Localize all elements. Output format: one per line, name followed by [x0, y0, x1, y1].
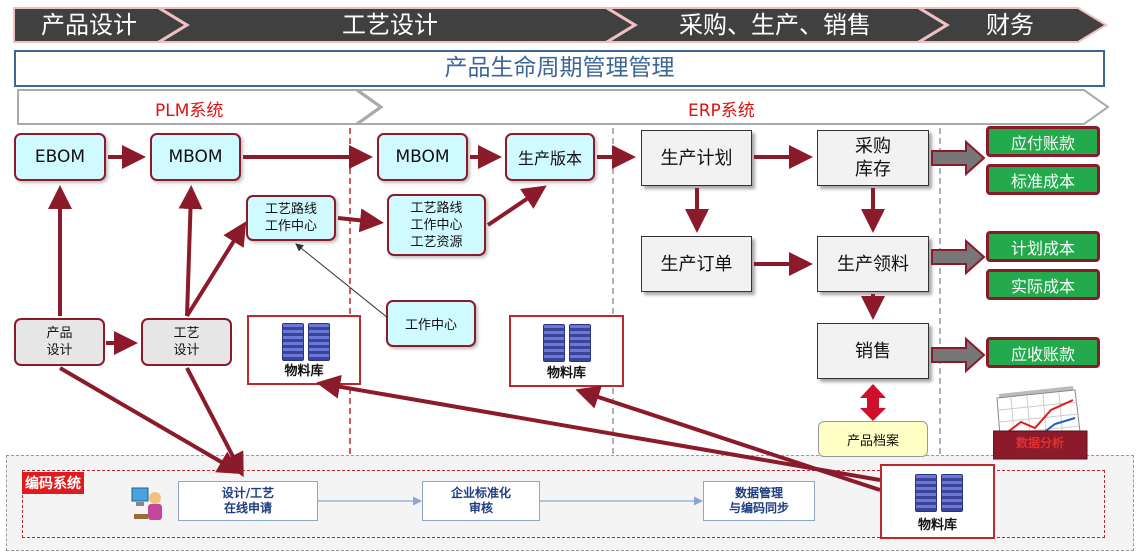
material-store-plm: 物料库 [247, 315, 361, 385]
report-chart-icon [993, 386, 1088, 460]
routing-line: 工作中心 [264, 219, 317, 234]
server-icon [308, 323, 330, 361]
flow-line: 设计/工艺 [221, 486, 275, 500]
material-store-label: 物料库 [546, 366, 586, 381]
routing-line: 工作中心 [410, 217, 463, 233]
standard-cost-box: 标准成本 [986, 164, 1100, 195]
product-design-box: 产品设计 [14, 318, 105, 366]
erp-system-label: ERP系统 [688, 101, 755, 121]
flow-line: 在线申请 [223, 501, 272, 515]
mbom-box: MBOM [150, 133, 241, 181]
online-application-step: 设计/工艺在线申请 [178, 481, 318, 521]
material-store-label: 物料库 [917, 518, 957, 533]
phase-product-design: 产品设计 [41, 11, 137, 39]
user-computer-icon [131, 487, 162, 520]
production-plan-doc: 生产计划 [641, 130, 752, 186]
system-chevrons [17, 89, 1110, 125]
doc-line: 采购 [855, 136, 891, 157]
mbom-process-box: MBOM [377, 133, 468, 181]
accounts-payable-box: 应付账款 [986, 126, 1100, 157]
routing-box: 工艺路线工作中心 [246, 195, 336, 241]
routing-resource-box: 工艺路线工作中心工艺资源 [387, 194, 486, 256]
server-icon [915, 474, 937, 512]
flow-line: 企业标准化 [450, 486, 511, 500]
box-line: 设计 [173, 343, 200, 358]
accounts-receivable-box: 应收账款 [986, 337, 1100, 368]
plm-system-label: PLM系统 [155, 101, 224, 121]
product-archive-box: 产品档案 [818, 421, 928, 457]
work-center-box: 工作中心 [386, 300, 476, 347]
phase-process-design: 工艺设计 [342, 11, 438, 39]
actual-cost-box: 实际成本 [986, 269, 1100, 300]
production-version-box: 生产版本 [505, 133, 595, 181]
purchase-inventory-doc: 采购库存 [817, 130, 929, 186]
process-design-box: 工艺设计 [141, 318, 232, 366]
phase-procurement-production-sales: 采购、生产、销售 [679, 11, 871, 39]
box-line: 工艺 [173, 326, 200, 341]
routing-line: 工艺路线 [264, 202, 317, 217]
material-store-process: 物料库 [509, 315, 624, 387]
report-label: 数据分析 [1015, 436, 1064, 450]
server-icon [282, 323, 304, 361]
plm-title: 产品生命周期管理管理 [14, 50, 1105, 87]
server-icon [569, 324, 591, 362]
box-line: 产品 [46, 326, 73, 341]
flow-line: 审核 [468, 501, 493, 515]
coding-system-label: 编码系统 [22, 472, 84, 494]
material-store-label: 物料库 [284, 364, 324, 379]
box-line: 设计 [46, 343, 73, 358]
data-sync-step: 数据管理与编码同步 [703, 481, 815, 521]
material-issue-doc: 生产领料 [817, 236, 929, 292]
phase-banner [13, 7, 1108, 43]
flow-line: 与编码同步 [728, 501, 789, 515]
doc-line: 库存 [855, 159, 891, 180]
phase-finance: 财务 [986, 11, 1034, 39]
production-order-doc: 生产订单 [641, 236, 752, 292]
coding-system-inner [22, 470, 1105, 538]
planned-cost-box: 计划成本 [986, 231, 1100, 262]
ebom-box: EBOM [14, 133, 106, 181]
material-store-coding: 物料库 [880, 464, 995, 539]
flow-line: 数据管理 [734, 486, 783, 500]
routing-line: 工艺路线 [410, 200, 463, 216]
server-icon [941, 474, 963, 512]
routing-line: 工艺资源 [410, 234, 463, 250]
server-icon [543, 324, 565, 362]
standardization-review-step: 企业标准化审核 [422, 481, 540, 521]
sales-doc: 销售 [817, 323, 929, 379]
